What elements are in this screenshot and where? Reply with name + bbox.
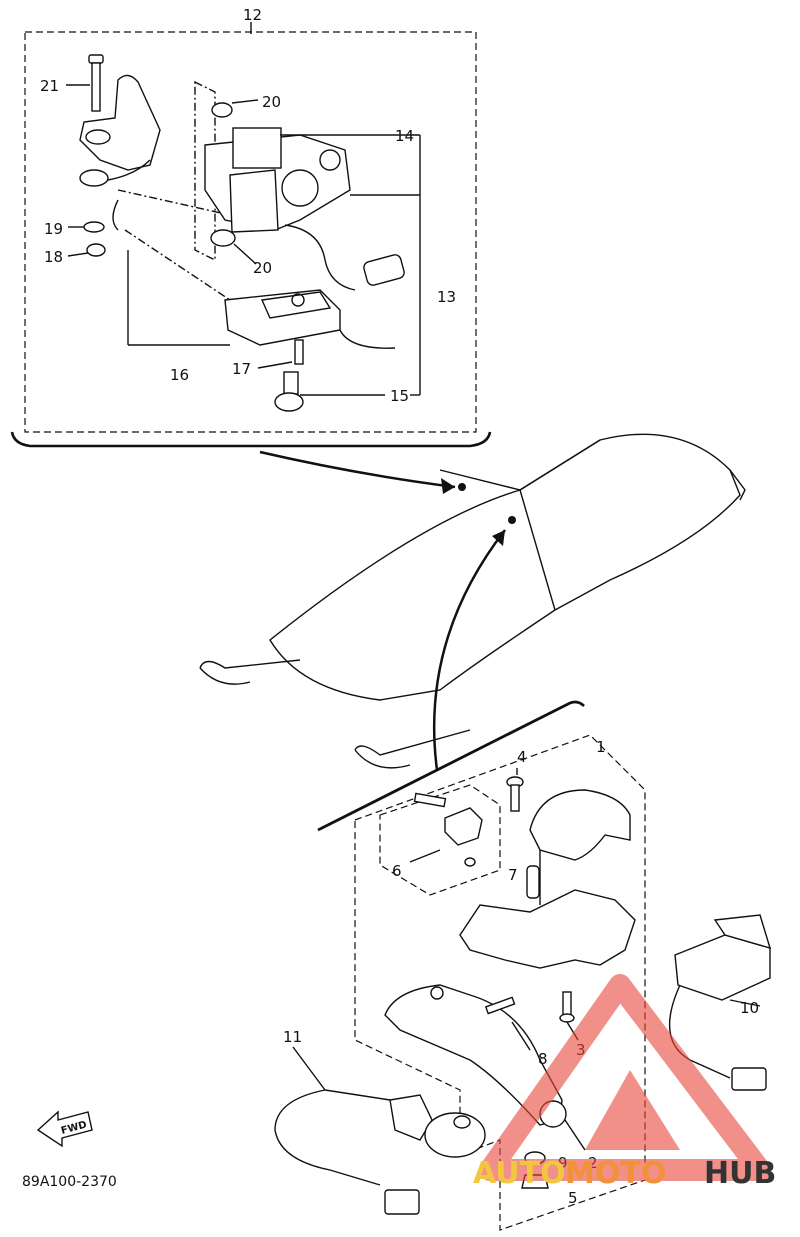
sensor-11 — [274, 1089, 486, 1215]
screw-8 — [484, 996, 516, 1015]
lower-assembly-box — [317, 700, 646, 1231]
diagram-code: 89A100-2370 — [22, 1174, 117, 1190]
screw-17 — [257, 339, 304, 369]
callout-7: 7 — [508, 866, 518, 884]
callout-11: 11 — [283, 1028, 302, 1046]
watermark-logo — [479, 974, 771, 1181]
callout-5: 5 — [568, 1189, 578, 1207]
callout-15: 15 — [390, 387, 409, 405]
connector-10 — [668, 914, 772, 1091]
callout-18: 18 — [44, 248, 63, 266]
watermark-part-2: MOTO — [565, 1156, 666, 1191]
callout-21: 21 — [40, 77, 59, 95]
module-16 — [127, 250, 396, 349]
callout-12: 12 — [243, 6, 262, 24]
inset-assembly-12 — [10, 22, 492, 448]
pin-7 — [526, 865, 540, 899]
callout-19: 19 — [44, 220, 63, 238]
mounting-bracket — [79, 74, 161, 231]
lever-housing — [459, 889, 636, 969]
screw-3 — [559, 991, 575, 1023]
callout-1-top: 1 — [596, 738, 606, 756]
button-6 — [413, 792, 483, 867]
fwd-arrow-icon: FWD — [36, 1110, 93, 1148]
leader-lines — [292, 768, 761, 1151]
callout-14: 14 — [395, 127, 414, 145]
callout-17: 17 — [232, 360, 251, 378]
washer-19 — [68, 221, 105, 233]
control-unit-14 — [204, 127, 421, 395]
callout-20-bottom: 20 — [253, 259, 272, 277]
screw-4 — [506, 776, 524, 812]
bolt-21 — [66, 54, 104, 112]
callout-8: 8 — [538, 1050, 548, 1068]
watermark-part-1: AUTO — [473, 1156, 566, 1191]
lock-washer-18 — [67, 243, 106, 257]
grommet-20-top — [211, 99, 259, 118]
cover — [529, 789, 631, 861]
callout-20-top: 20 — [262, 93, 281, 111]
callout-16: 16 — [170, 366, 189, 384]
grommet-20-bottom — [210, 229, 257, 265]
callout-6: 6 — [392, 862, 402, 880]
bolt-15 — [274, 371, 420, 412]
snowmobile-outline — [199, 433, 746, 769]
callout-13: 13 — [437, 288, 456, 306]
throttle-lever — [384, 984, 563, 1126]
callout-4: 4 — [517, 748, 527, 766]
watermark-text: AUTO MOTO HUB — [473, 1156, 776, 1191]
watermark-part-3: HUB — [704, 1156, 776, 1191]
callout-10: 10 — [740, 999, 759, 1017]
